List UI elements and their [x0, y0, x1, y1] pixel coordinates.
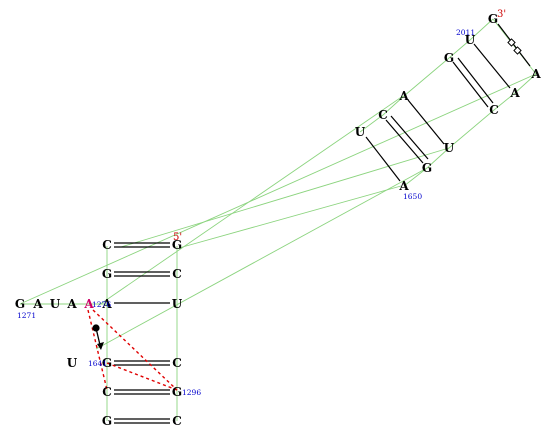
nucleotide-a-s: A	[32, 297, 43, 311]
upper-helix-nucleotides: G U G A C U A A C U G A	[355, 12, 542, 193]
nucleotide-g-a: G	[172, 238, 182, 252]
nucleotide-a-r: A	[509, 86, 520, 100]
upper-helix-end-label: 3'	[497, 9, 506, 20]
nucleotide-u-c: U	[172, 297, 183, 311]
nucleotide-a-tip: A	[530, 67, 541, 81]
nucleotide-u-s: U	[50, 297, 61, 311]
nucleotide-c-f: C	[172, 414, 182, 428]
nucleotide-a-low: A	[398, 179, 409, 193]
tertiary-interaction-lines	[87, 309, 178, 391]
position-number-2011: 2011	[456, 28, 475, 37]
nucleotide-a-s2: A	[66, 297, 77, 311]
nucleotide-g-s: G	[15, 297, 25, 311]
lower-helix-nucleotides: C G G C G A U A A U U G C C G G C	[15, 238, 183, 428]
highlighted-nucleotide-a: A	[83, 297, 94, 311]
position-number-1271: 1271	[17, 311, 36, 320]
nucleotide-g-e: G	[172, 385, 182, 399]
nucleotide-c1: C	[378, 108, 388, 122]
nucleotide-u1: U	[465, 33, 476, 47]
nucleotide-c-d: C	[172, 356, 182, 370]
nucleotide-c-b: C	[172, 267, 182, 281]
nucleotide-g-d: G	[102, 356, 112, 370]
lower-helix-end-label: 5'	[173, 232, 182, 243]
backbone-link-lower	[95, 167, 428, 350]
position-number-1641: 1641	[88, 359, 107, 368]
nucleotide-g3: G	[488, 12, 498, 26]
nucleotide-a1: A	[398, 89, 409, 103]
interaction-arrow	[92, 324, 104, 350]
upper-helix-pairs	[365, 23, 531, 182]
lower-helix-pairs	[114, 242, 170, 424]
nucleotide-u-l: U	[67, 356, 78, 370]
lower-helix-backbone	[20, 246, 178, 421]
backbone-connectors	[19, 73, 537, 350]
nucleotide-g-r: G	[422, 161, 432, 175]
backbone-link-upper	[19, 73, 537, 305]
nucleotide-c-a: C	[102, 238, 112, 252]
nucleotide-c-e: C	[102, 385, 112, 399]
nucleotide-g1: G	[444, 51, 454, 65]
nucleotide-c-r: C	[489, 103, 499, 117]
nucleotide-u2: U	[355, 125, 366, 139]
nucleotide-g-b: G	[102, 267, 112, 281]
nucleotide-u-r: U	[444, 141, 455, 155]
nucleotide-a-c: A	[101, 297, 112, 311]
upper-helix-pair-symbols	[507, 38, 522, 55]
position-number-1650: 1650	[403, 192, 422, 201]
nucleotide-g-f: G	[102, 414, 112, 428]
position-number-1276: 1276	[92, 300, 111, 309]
position-number-1296: 1296	[182, 388, 201, 397]
